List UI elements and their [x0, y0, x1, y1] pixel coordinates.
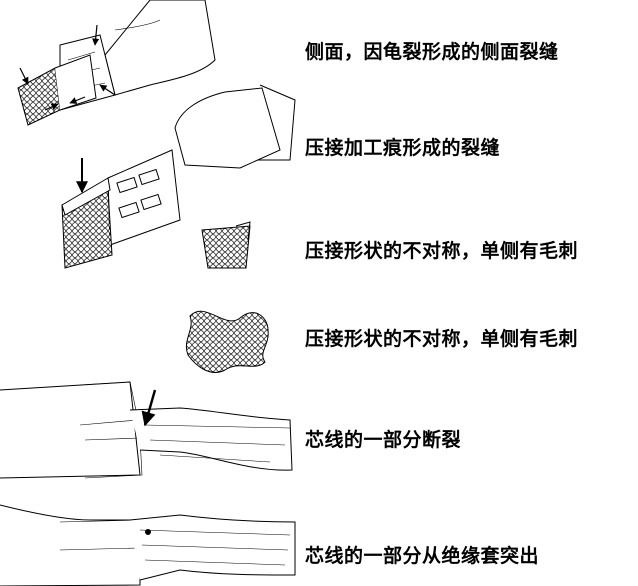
defect-label-asymmetric-small: 压接形状的不对称，单侧有毛刺	[305, 240, 579, 262]
cross-section-large-figure	[185, 310, 269, 373]
cross-section-small-figure	[201, 221, 251, 269]
ferrule-crimp-crack-figure	[61, 84, 296, 269]
defect-label-protruding-wire: 芯线的一部分从绝缘套突出	[305, 545, 540, 567]
side-view-protruding-wire-figure	[0, 504, 296, 586]
defect-label-side-crack: 侧面，因龟裂形成的侧面裂缝	[305, 41, 559, 63]
ferrule-side-crack-figure	[17, 0, 216, 126]
side-view-broken-wire-figure	[0, 381, 293, 479]
defect-label-crimp-crack: 压接加工痕形成的裂缝	[305, 137, 501, 159]
defect-label-asymmetric-large: 压接形状的不对称，单侧有毛刺	[305, 328, 579, 350]
defect-label-broken-wire: 芯线的一部分断裂	[305, 429, 462, 451]
